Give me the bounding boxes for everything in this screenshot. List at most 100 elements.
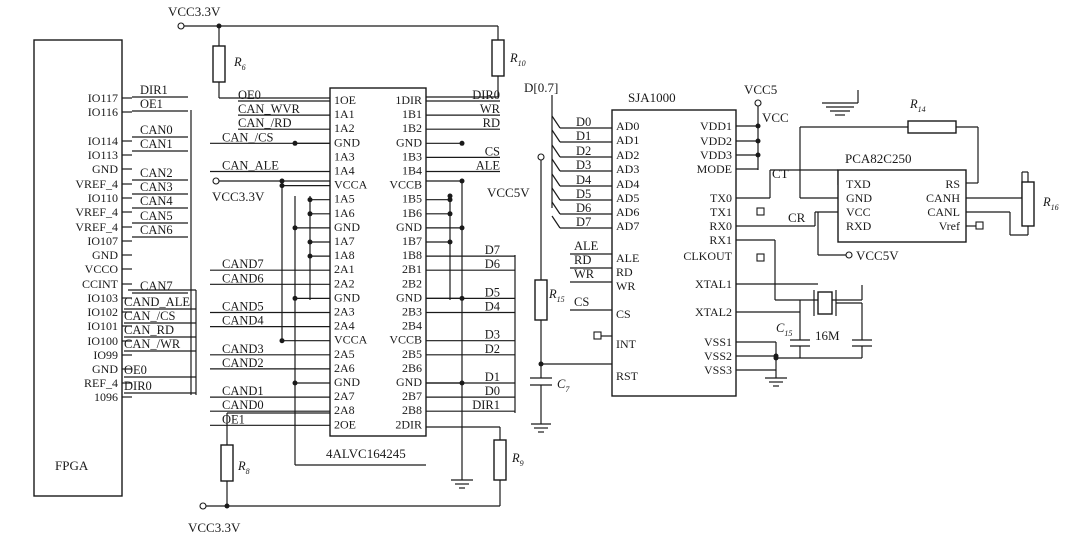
buffer-left-pin: 1A3 xyxy=(334,149,355,163)
buffer-right-net: ALE xyxy=(476,159,501,173)
vcc5v-trans-label: VCC5V xyxy=(856,248,899,263)
sja1000-chip: SJA1000 xyxy=(611,90,737,397)
sja-right-pin: TX1 xyxy=(710,205,732,219)
c7-label: C7 xyxy=(557,377,570,394)
buffer-left-pin: 1A8 xyxy=(334,248,355,262)
buffer-right-net: D3 xyxy=(485,328,500,342)
buffer-right-pin: 1B2 xyxy=(402,121,422,135)
buffer-left-net: CAND3 xyxy=(222,342,264,356)
buffer-left-pin: GND xyxy=(334,135,360,149)
sja-right-pin: VSS2 xyxy=(704,349,732,363)
buffer-right-net: D5 xyxy=(485,285,500,299)
fpga-pin-label: IO113 xyxy=(88,148,118,162)
ground-transceiver xyxy=(822,90,859,116)
fpga-net-label: DIR0 xyxy=(124,379,152,393)
buffer-left-pin: VCCA xyxy=(334,333,368,347)
sja-vcc-label: VCC xyxy=(762,110,789,125)
transceiver-name: PCA82C250 xyxy=(845,151,911,166)
buffer-right-net: D0 xyxy=(485,384,500,398)
junction-dot xyxy=(279,183,285,189)
vcc5-label: VCC5 xyxy=(744,82,777,97)
sja-left-pin: RST xyxy=(616,369,639,383)
buffer-chip xyxy=(329,87,427,437)
sja-left-pin: CS xyxy=(616,307,631,321)
junction-dot xyxy=(307,197,313,203)
buffer-left-pin: 1A5 xyxy=(334,192,355,206)
fpga-net-label: OE0 xyxy=(124,363,147,377)
sja-left-pin: AD6 xyxy=(616,205,639,219)
buffer-right-net: D2 xyxy=(485,342,500,356)
fpga-pin-label: IO102 xyxy=(87,305,118,319)
buffer-left-pin: 2A4 xyxy=(334,319,355,333)
buffer-left-pin: 2A2 xyxy=(334,276,355,290)
buffer-left-net: CAN_/CS xyxy=(222,130,273,144)
fpga-net-label: DIR1 xyxy=(140,83,168,97)
r6-label: R6 xyxy=(233,55,246,72)
sja-left-pin: WR xyxy=(616,279,635,293)
buffer-left-pin: 2A3 xyxy=(334,305,355,319)
vcc33-left-label: VCC3.3V xyxy=(212,189,265,204)
buffer-right-pin: VCCB xyxy=(389,178,422,192)
buffer-pins: 1OE1A11A2GND1A31A4VCCA1A51A6GND1A71A82A1… xyxy=(334,93,422,431)
buffer-right-pin: 2B7 xyxy=(402,389,422,403)
fpga-net-label: CAN4 xyxy=(140,194,173,208)
fpga-pin-label: VREF_4 xyxy=(75,205,118,219)
sja1000-name: SJA1000 xyxy=(628,90,676,105)
buffer-right-pin: 1B7 xyxy=(402,234,422,248)
resistor-r10: R10 xyxy=(426,26,526,98)
buffer-right-pin: 1B1 xyxy=(402,107,422,121)
buffer-right-net: RD xyxy=(483,116,500,130)
buffer-left-pin: 1OE xyxy=(334,93,356,107)
fpga-net-label: CAN_/CS xyxy=(124,309,175,323)
transceiver-right-pin: Vref xyxy=(939,219,960,233)
ground-sja xyxy=(736,341,787,387)
sja-left-pin: AD2 xyxy=(616,148,639,162)
junction-dot xyxy=(279,338,285,344)
buffer-right-net: D1 xyxy=(485,370,500,384)
buffer-left-pin: 2A1 xyxy=(334,262,355,276)
vcc5v-mid: VCC5V xyxy=(487,153,545,280)
buffer-left-pin: 1A2 xyxy=(334,121,355,135)
buffer-right-net: DIR1 xyxy=(472,398,500,412)
r9-label: R9 xyxy=(511,451,524,468)
buffer-left-nets: OE0CAN_WVRCAN_/RDCAN_/CSCAN_ALECAND7CAND… xyxy=(210,88,330,426)
sja-left-pin: ALE xyxy=(616,251,639,265)
fpga-net-label: OE1 xyxy=(140,97,163,111)
buffer-right-pin: 2B8 xyxy=(402,403,422,417)
fpga-pin-label: CCINT xyxy=(82,277,119,291)
bus-entry xyxy=(551,158,561,172)
fpga-pin-label: 1096 xyxy=(94,390,118,404)
sja-ctrl-net: WR xyxy=(574,267,595,281)
buffer-right-pin: 2B2 xyxy=(402,276,422,290)
buffer-left-pin: 1A4 xyxy=(334,164,355,178)
sja-data-net: D6 xyxy=(576,201,591,215)
sja-right-pin: XTAL1 xyxy=(695,277,732,291)
buffer-left-pin: 1A1 xyxy=(334,107,355,121)
sja-right-pin: VDD3 xyxy=(700,148,732,162)
buffer-left-pin: 1A6 xyxy=(334,206,355,220)
buffer-right-pin: 1DIR xyxy=(395,93,422,107)
sja-left-pin: AD1 xyxy=(616,133,639,147)
buffer-left-pin: VCCA xyxy=(334,178,368,192)
fpga-pin-label: IO107 xyxy=(87,234,118,248)
fpga-net-label: CAN1 xyxy=(140,137,173,151)
fpga-pin-label: VREF_4 xyxy=(75,220,118,234)
fpga-net-label: CAN0 xyxy=(140,123,173,137)
vcc33-top-label: VCC3.3V xyxy=(168,4,221,19)
buffer-right-net: WR xyxy=(480,102,501,116)
bus-entry xyxy=(551,215,561,229)
resistor-r16: R16 xyxy=(966,171,1059,236)
r8-label: R8 xyxy=(237,459,250,476)
buffer-left-net: OE0 xyxy=(238,88,261,102)
transceiver-chip: PCA82C250 xyxy=(837,151,967,243)
data-bus-label: D[0.7] xyxy=(524,80,558,95)
junction-dot xyxy=(292,225,298,231)
sja-right-pin: VSS1 xyxy=(704,335,732,349)
sja-data-net: D7 xyxy=(576,215,591,229)
fpga-pin-label: IO101 xyxy=(87,319,118,333)
buffer-left-net: CAND6 xyxy=(222,271,264,285)
sja-left-pin: AD7 xyxy=(616,219,639,233)
